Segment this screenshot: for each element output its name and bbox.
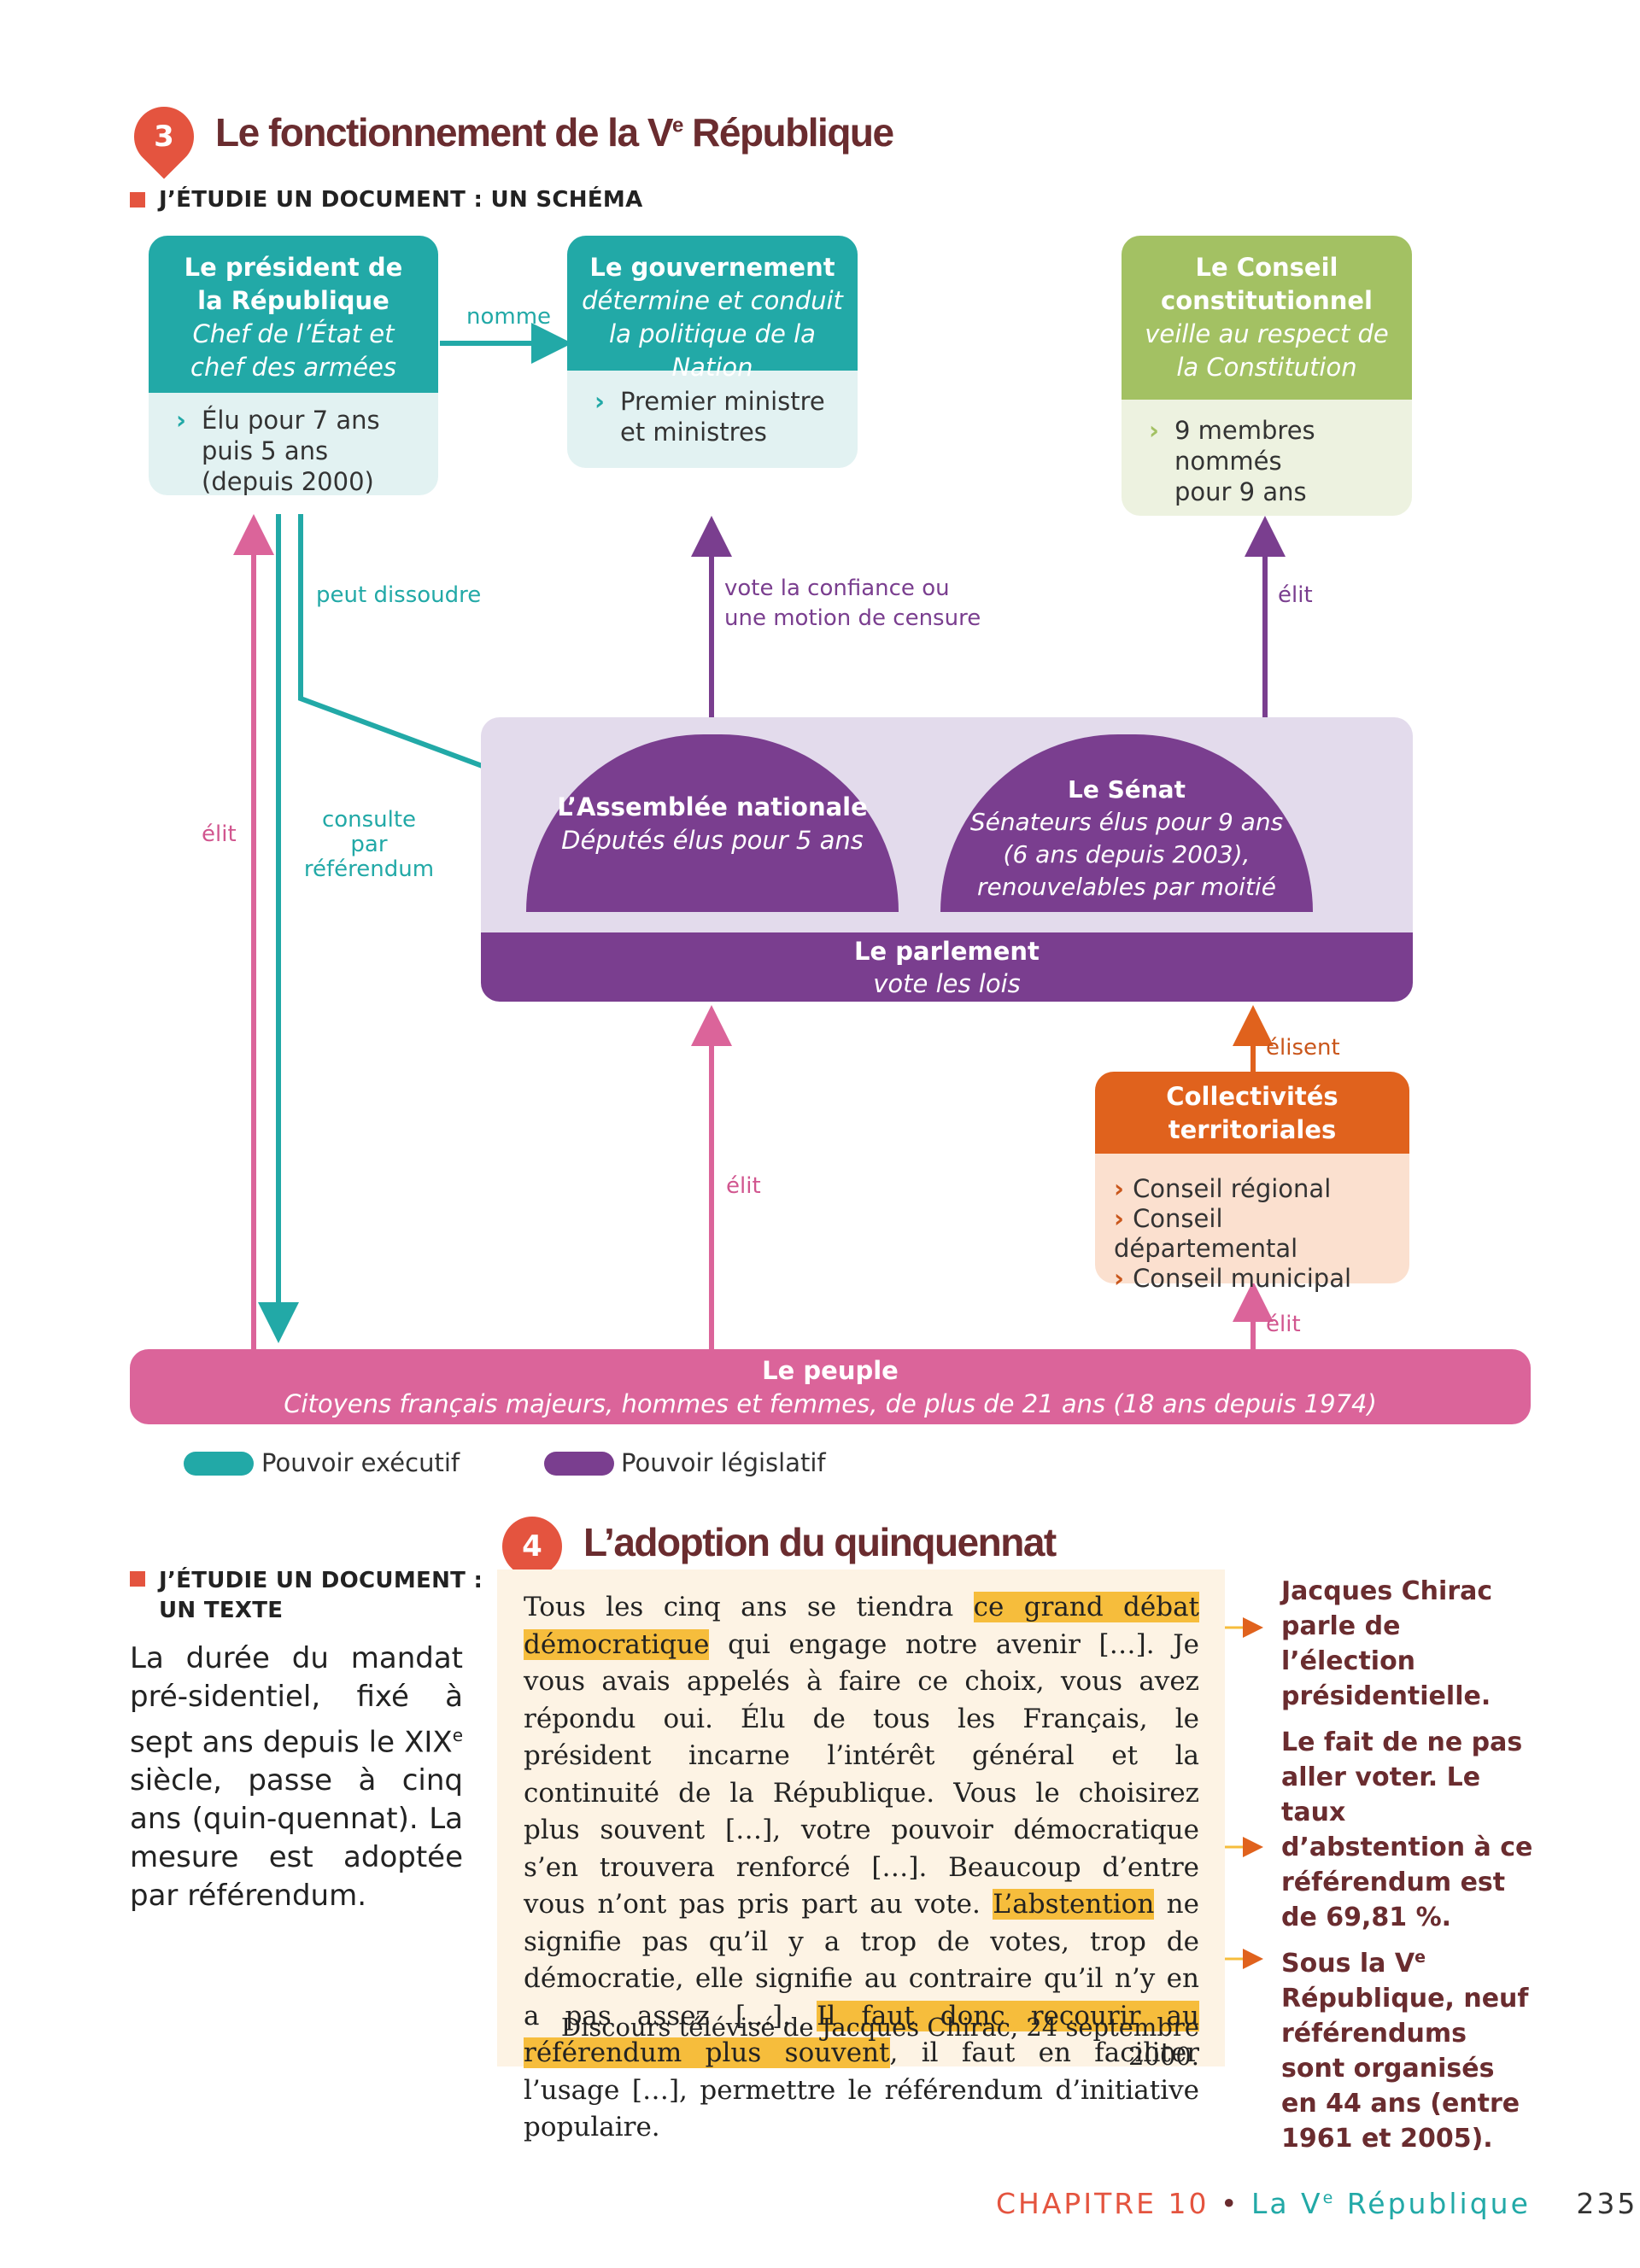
section-title: L’adoption du quinquennat <box>583 1520 1057 1564</box>
chevron-right-icon: › <box>1114 1264 1133 1293</box>
conseil-title-2: constitutionnel <box>1161 286 1373 315</box>
gouvernement-body-2: et ministres <box>620 418 767 447</box>
intro-text: La durée du mandat pré-sidentiel, fixé à… <box>130 1641 463 1914</box>
chevron-right-icon: › <box>594 387 605 416</box>
side-note-2: Le fait de ne pas aller voter. Le taux d… <box>1281 1727 1533 1932</box>
label-peut-dissoudre: peut dissoudre <box>316 582 482 608</box>
label-elit-assemblee: élit <box>726 1173 761 1199</box>
kicker-square-icon <box>130 1571 145 1587</box>
collectivites-item: › Conseil départemental <box>1114 1204 1298 1263</box>
section-kicker: J’ÉTUDIE UN DOCUMENT : UN TEXTE <box>159 1568 483 1623</box>
footer-title: La Ve République <box>1250 2187 1531 2220</box>
president-body-1: Élu pour 7 ans <box>202 406 380 435</box>
footer-bullet: • <box>1220 2187 1240 2220</box>
senat-sub-3: renouvelables par moitié <box>977 873 1276 901</box>
legend-legislatif-label: Pouvoir législatif <box>621 1448 826 1477</box>
arrow-peut-dissoudre <box>298 514 568 804</box>
side-note-3: Sous la Ve République, neuf référendums … <box>1281 1948 1529 2154</box>
section-kicker: J’ÉTUDIE UN DOCUMENT : UN SCHÉMA <box>159 187 643 213</box>
section-title: Le fonctionnement de la Ve République <box>215 110 894 155</box>
label-vote-confiance: vote la confiance ou une motion de censu… <box>724 576 981 631</box>
section-number: 4 <box>522 1529 542 1564</box>
chevron-right-icon: › <box>1114 1204 1133 1233</box>
collectivites-item: › Conseil municipal <box>1114 1264 1352 1293</box>
peuple-title: Le peuple <box>762 1356 899 1385</box>
page-number: 235 <box>1576 2187 1638 2220</box>
president-box: Le président de la République Chef de l’… <box>149 236 438 496</box>
kicker-square-icon <box>130 192 145 208</box>
parlement-title: Le parlement <box>854 937 1040 966</box>
senat-title: Le Sénat <box>1068 775 1186 804</box>
parlement-sub: vote les lois <box>873 969 1021 998</box>
quote-text: Tous les cinq ans se tiendra ce grand dé… <box>524 1592 1200 2142</box>
conseil-title-1: Le Conseil <box>1195 253 1338 282</box>
president-title-1: Le président de <box>184 253 403 282</box>
assemblee-title: L’Assemblée nationale <box>557 792 868 821</box>
legend-executif-label: Pouvoir exécutif <box>261 1448 460 1477</box>
president-body-2: puis 5 ans <box>202 436 329 465</box>
president-sub-2: chef des armées <box>190 353 396 382</box>
gouvernement-body-1: Premier ministre <box>620 387 825 416</box>
president-sub-1: Chef de l’État et <box>192 319 395 348</box>
collectivites-item: › Conseil régional <box>1114 1174 1332 1203</box>
legend-legislatif-swatch <box>544 1452 614 1476</box>
gouvernement-title: Le gouvernement <box>589 253 835 282</box>
collectivites-box: Collectivités territoriales › Conseil ré… <box>1095 1072 1409 1293</box>
parlement-bar: Le parlement vote les lois <box>481 932 1413 1002</box>
quote-source: Discours télévisé de Jacques Chirac, 24 … <box>560 2013 1199 2071</box>
gouvernement-box: Le gouvernement détermine et conduit la … <box>567 236 858 468</box>
peuple-sub: Citoyens français majeurs, hommes et fem… <box>284 1389 1377 1418</box>
collectivites-title-1: Collectivités <box>1166 1082 1338 1111</box>
gouvernement-sub-2: la politique de la Nation <box>609 319 816 382</box>
conseil-body-2: pour 9 ans <box>1174 477 1307 506</box>
label-elit-president: élit <box>202 821 237 847</box>
conseil-sub-2: la Constitution <box>1176 353 1357 382</box>
footer: CHAPITRE 10 • La Ve République 235 <box>996 2187 1637 2220</box>
gouvernement-sub-1: détermine et conduit <box>582 286 843 315</box>
conseil-body-1: 9 membres nommés <box>1174 416 1315 476</box>
chevron-right-icon: › <box>1149 416 1159 445</box>
senat-sub-2: (6 ans depuis 2003), <box>1003 840 1250 868</box>
senat-dome: Le Sénat Sénateurs élus pour 9 ans (6 an… <box>940 734 1313 912</box>
legend-executif-swatch <box>184 1452 254 1476</box>
collectivites-title-2: territoriales <box>1168 1115 1337 1144</box>
label-elisent: élisent <box>1266 1035 1340 1061</box>
president-body-3: (depuis 2000) <box>202 467 374 496</box>
section-number: 3 <box>154 120 174 154</box>
senat-sub-1: Sénateurs élus pour 9 ans <box>969 808 1284 836</box>
conseil-sub-1: veille au respect de <box>1145 319 1389 348</box>
assemblee-nationale-dome: L’Assemblée nationale Députés élus pour … <box>526 734 899 912</box>
chevron-right-icon: › <box>176 406 186 435</box>
conseil-constitutionnel-box: Le Conseil constitutionnel veille au res… <box>1122 236 1412 516</box>
label-elit-collectivites: élit <box>1266 1312 1301 1337</box>
assemblee-sub: Députés élus pour 5 ans <box>561 826 864 855</box>
label-consulte-referendum: consulte par référendum <box>303 807 435 882</box>
footer-chapter: CHAPITRE 10 <box>996 2187 1210 2220</box>
chevron-right-icon: › <box>1114 1174 1133 1203</box>
label-elit-conseil: élit <box>1278 582 1313 608</box>
label-nomme: nomme <box>466 304 552 330</box>
side-note-1: Jacques Chirac parle de l’élection prési… <box>1281 1576 1493 1711</box>
president-title-2: la République <box>197 286 390 315</box>
peuple-bar: Le peuple Citoyens français majeurs, hom… <box>130 1349 1531 1424</box>
